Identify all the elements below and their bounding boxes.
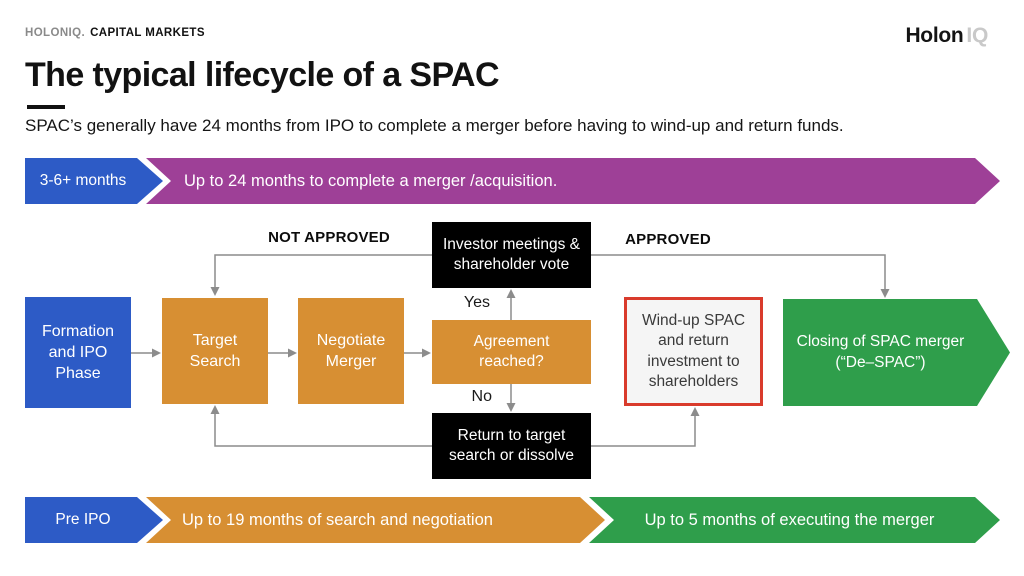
- closing-line1: Closing of SPAC merger: [796, 333, 965, 351]
- label-approved: APPROVED: [625, 231, 711, 248]
- title-underline: [27, 105, 65, 109]
- page-subtitle: SPAC’s generally have 24 months from IPO…: [25, 116, 844, 135]
- brand-capital-markets: CAPITAL MARKETS: [90, 27, 205, 39]
- closing-line2: (“De–SPAC”): [835, 353, 926, 371]
- box-closing-despac: Closing of SPAC merger (“De–SPAC”): [783, 299, 1010, 406]
- brand-holoniq: HOLONIQ.: [25, 27, 86, 39]
- timeline-top-phase-label: 3-6+ months: [39, 172, 127, 189]
- box-negotiate-merger: Negotiate Merger: [298, 298, 404, 404]
- label-yes: Yes: [463, 294, 490, 311]
- box-return-dissolve: Return to target search or dissolve: [432, 413, 591, 479]
- page-title: The typical lifecycle of a SPAC: [25, 56, 500, 94]
- timeline-top-bar: Up to 24 months to complete a merger /ac…: [146, 158, 1000, 204]
- timeline-bottom-green-text: Up to 5 months of executing the merger: [644, 510, 935, 529]
- box-agreement-reached: Agreement reached?: [432, 320, 591, 384]
- label-not-approved: NOT APPROVED: [268, 229, 390, 246]
- timeline-bottom-orange-text: Up to 19 months of search and negotiatio…: [182, 510, 493, 529]
- box-target-search: Target Search: [162, 298, 268, 404]
- label-no: No: [471, 388, 492, 405]
- logo-iq: IQ: [966, 24, 988, 47]
- timeline-bottom-green-bar: Up to 5 months of executing the merger: [589, 497, 1000, 543]
- timeline-top-phase-arrow: 3-6+ months: [25, 158, 163, 204]
- brand-line: HOLONIQ. CAPITAL MARKETS: [25, 27, 205, 39]
- logo-holon: Holon: [905, 24, 964, 47]
- box-windup-spac: Wind-up SPAC and return investment to sh…: [624, 297, 763, 406]
- timeline-top-bar-text: Up to 24 months to complete a merger /ac…: [184, 171, 558, 190]
- box-formation-ipo: Formation and IPO Phase: [25, 297, 131, 408]
- timeline-bottom-orange-bar: Up to 19 months of search and negotiatio…: [146, 497, 605, 543]
- timeline-bottom-phase-arrow: Pre IPO: [25, 497, 163, 543]
- timeline-bottom-phase-label: Pre IPO: [55, 511, 111, 528]
- box-investor-meetings: Investor meetings & shareholder vote: [432, 222, 591, 288]
